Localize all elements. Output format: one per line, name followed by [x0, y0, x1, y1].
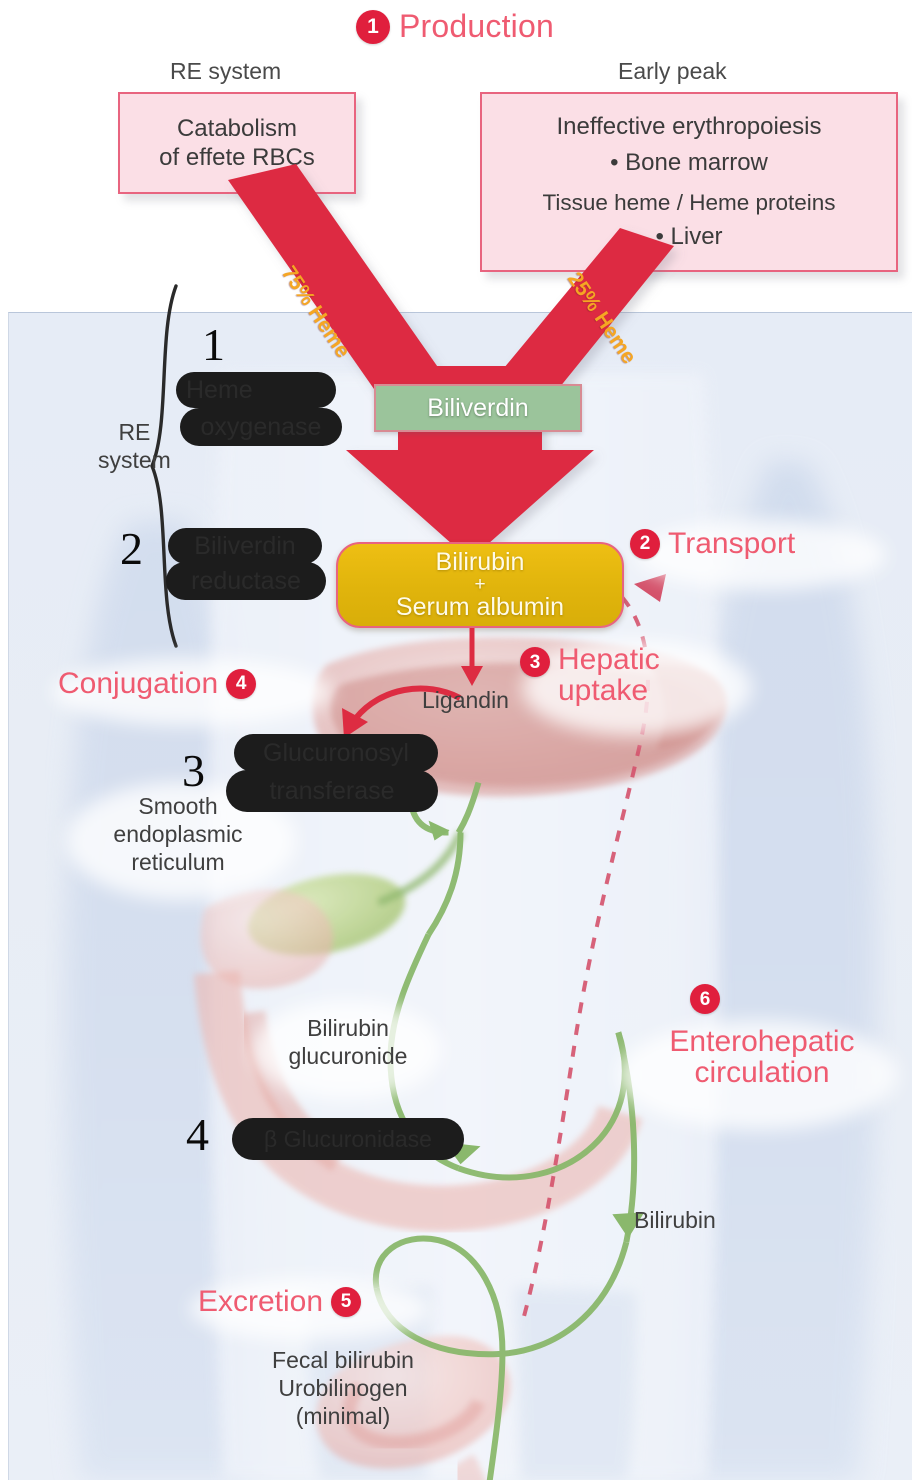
excretion-label: Excretion	[198, 1285, 324, 1318]
erythropoiesis-line: Ineffective erythropoiesis	[556, 113, 822, 141]
hepatic-uptake-halo	[522, 640, 752, 736]
step-badge-6: 6	[690, 984, 720, 1014]
enterohepatic-label: Enterohepatic circulation	[632, 1025, 892, 1090]
enterohepatic-line-1: Enterohepatic	[669, 1025, 855, 1058]
transport-halo	[636, 520, 886, 590]
catabolism-box: Catabolism of effete RBCs	[118, 92, 356, 194]
enterohepatic-halo	[618, 1020, 898, 1130]
enterohepatic-line-2: circulation	[694, 1056, 830, 1090]
hepatic-uptake-arrow	[461, 628, 483, 686]
tissue-heme-line: Tissue heme / Heme proteins	[542, 189, 836, 215]
transport-label: Transport	[668, 527, 796, 560]
conjugation-curved-arrow	[342, 685, 462, 738]
question-number-3: 3	[182, 745, 205, 796]
early-peak-caption: Early peak	[618, 58, 727, 84]
ser-line-1: Smooth	[138, 793, 218, 819]
step-badge-5: 5	[331, 1286, 362, 1317]
fecal-bilirubin-line: Fecal bilirubin	[272, 1347, 414, 1373]
excretion-halo	[190, 1278, 430, 1340]
re-system-line-2: system	[98, 447, 171, 474]
ser-line-2: endoplasmic	[113, 821, 243, 848]
step-badge-3: 3	[520, 647, 550, 677]
catabolism-line-1: Catabolism	[176, 114, 298, 142]
step-badge-2: 2	[630, 528, 660, 559]
bilirubin-label: Bilirubin	[435, 547, 525, 576]
redaction-2-line-1: Biliverdin	[168, 528, 322, 564]
redaction-2-line-2: reductase	[166, 562, 326, 600]
urobilinogen-line: Urobilinogen	[278, 1375, 408, 1402]
step-badge-1: 1	[356, 9, 390, 44]
early-peak-box: Ineffective erythropoiesis • Bone marrow…	[480, 92, 898, 272]
step-hepatic-uptake: 3 Hepatic uptake	[520, 644, 660, 706]
question-number-1: 1	[202, 319, 225, 370]
question-number-2: 2	[120, 523, 143, 574]
bilirubin-glucuronide-line-2: glucuronide	[288, 1043, 408, 1070]
hepatic-uptake-line-1: Hepatic	[558, 643, 660, 676]
bilirubin-albumin-box: Bilirubin + Serum albumin	[336, 542, 624, 628]
plus-sign: +	[474, 574, 486, 596]
step-badge-4: 4	[226, 668, 257, 699]
bilirubin-glucuronide-halo	[252, 1000, 442, 1100]
bilirubin-glucuronide-line-1: Bilirubin	[307, 1015, 389, 1041]
body-region-background	[8, 312, 912, 1480]
production-title: Production	[399, 8, 554, 44]
step-excretion: Excretion 5	[198, 1285, 362, 1318]
transport-arrowhead	[634, 574, 666, 602]
ligandin-label: Ligandin	[422, 687, 509, 713]
redaction-3-line-2: transferase	[226, 770, 438, 812]
bone-marrow-bullet: • Bone marrow	[610, 148, 768, 176]
minimal-line: (minimal)	[295, 1403, 391, 1430]
re-system-bracket-label: RE system	[98, 418, 171, 474]
step-transport: 2 Transport	[630, 528, 795, 559]
question-number-4: 4	[186, 1109, 209, 1160]
redaction-4-line-1: β Glucuronidase	[232, 1118, 464, 1160]
serum-albumin-label: Serum albumin	[395, 592, 565, 621]
conjugation-label: Conjugation	[58, 667, 219, 700]
conjugation-halo	[52, 658, 332, 726]
redaction-3-line-1: Glucuronosyl	[234, 734, 438, 772]
re-system-line-1: RE	[118, 419, 151, 445]
redaction-1-line-1: Heme	[176, 372, 336, 408]
smooth-er-label: Smooth endoplasmic reticulum	[78, 792, 278, 876]
production-header: 1 Production	[356, 8, 554, 45]
enterohepatic-bilirubin-label: Bilirubin	[634, 1207, 716, 1233]
bilirubin-glucuronide-label: Bilirubin glucuronide	[258, 1014, 438, 1070]
excretion-products: Fecal bilirubin Urobilinogen (minimal)	[228, 1346, 458, 1430]
step-conjugation: Conjugation 4	[58, 667, 257, 700]
hepatic-uptake-line-2: uptake	[558, 674, 649, 708]
re-system-bracket	[150, 284, 178, 648]
re-system-caption: RE system	[170, 58, 282, 84]
heme-converging-arrow	[228, 164, 674, 560]
ser-line-3: reticulum	[131, 849, 225, 876]
biliverdin-box: Biliverdin	[374, 384, 582, 432]
redaction-1-line-2: oxygenase	[180, 408, 342, 446]
